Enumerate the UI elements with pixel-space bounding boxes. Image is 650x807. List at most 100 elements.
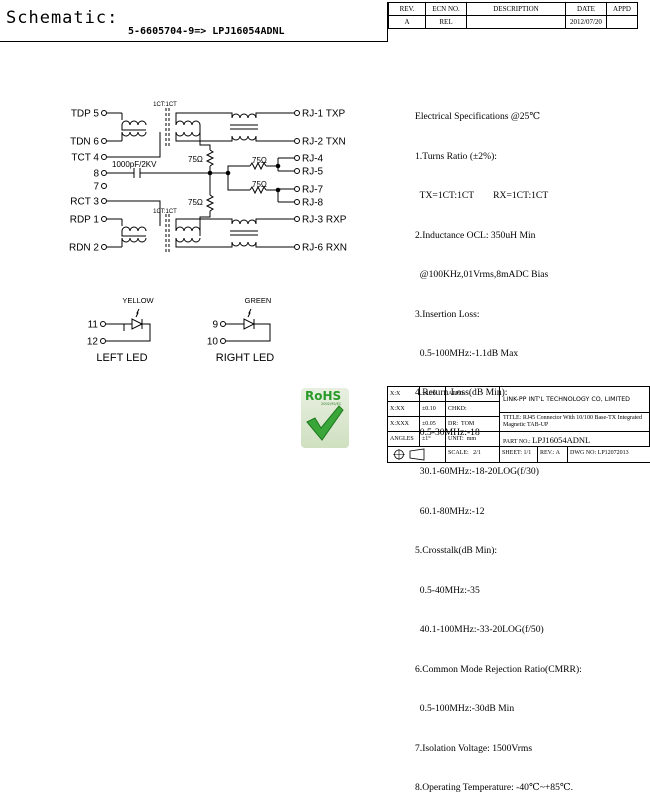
unit-value: mm (466, 436, 477, 442)
appd-cell: APPD: (446, 387, 500, 402)
pin-label: RJ-7 (302, 185, 324, 196)
wire (107, 218, 122, 248)
wire (226, 323, 271, 342)
title-label: TITLE: (503, 415, 522, 421)
resistor (205, 194, 215, 212)
pin-circle (100, 338, 106, 344)
sheet-label: SHEET: (502, 450, 523, 456)
pin-label: RJ-5 (302, 167, 324, 178)
pin-circle (294, 138, 300, 144)
part-cell: PART NO.: LPJ16054ADNL (500, 432, 650, 447)
pin-circle (101, 170, 107, 176)
led-label: RIGHT LED (216, 352, 275, 364)
pin-circle (101, 244, 107, 250)
coil (121, 226, 147, 232)
spec-line: 0.5-100MHz:-1.1dB Max (415, 348, 519, 360)
resistor-label: 75Ω (252, 156, 267, 165)
spec-line: 0.5-40MHz:-35 (415, 584, 480, 596)
tol-cell: X:XXX (388, 417, 420, 432)
resistor (249, 161, 267, 171)
wire (278, 157, 294, 203)
spec-line: 60.1-80MHz:-12 (415, 505, 485, 517)
projection-icon (393, 448, 425, 461)
capacitor (133, 168, 141, 178)
rev-value: A (555, 450, 560, 456)
wire (266, 165, 278, 191)
transformer-core (165, 108, 170, 146)
wire (199, 211, 211, 228)
unit-label: UNIT: (448, 436, 464, 442)
choke-core (230, 230, 258, 236)
pin-circle (220, 321, 226, 327)
page-title: Schematic: (6, 8, 119, 28)
pin-label: RCT 3 (70, 197, 99, 208)
wire (107, 132, 161, 158)
wire (228, 112, 294, 118)
transformer-core (165, 214, 170, 252)
pin-circle (294, 110, 300, 116)
wire (175, 218, 228, 248)
choke-coil (231, 219, 257, 225)
resistor-label: 75Ω (188, 198, 203, 207)
resistor-label: 75Ω (252, 180, 267, 189)
rohs-logo: RoHS 2002/95/EC (301, 388, 349, 448)
part-number-line: 5-6605704-9=> LPJ16054ADNL (128, 26, 285, 37)
dwg-value: LP12072013 (597, 450, 629, 456)
sheet-cell: SHEET: 1/1 (500, 447, 538, 462)
coil (121, 237, 147, 243)
pin-label: RJ-4 (302, 154, 324, 165)
tol-cell: X:X (388, 387, 420, 402)
pin-circle (220, 338, 226, 344)
scale-cell: SCALE: 2/1 (446, 447, 500, 462)
coil (175, 120, 201, 126)
pin-label: TCT 4 (71, 153, 99, 164)
pin-circle (294, 155, 300, 161)
led-emission-arrow (135, 308, 140, 318)
pin-label: RJ-6 RXN (302, 243, 347, 254)
capacitor-label: 1000pF/2KV (112, 160, 157, 169)
chkd-cell: CHKD: (446, 402, 500, 417)
dr-cell: DR: TOM (446, 417, 500, 432)
wire (106, 323, 125, 342)
spec-line: 0.5-100MHz:-30dB Min (415, 703, 515, 715)
pin-label: 12 (87, 337, 99, 348)
spec-line: 8.Operating Temperature: -40℃~+85℃. (415, 782, 574, 794)
choke-coil (231, 241, 257, 247)
coil (121, 131, 147, 137)
unit-cell: UNIT: mm (446, 432, 500, 447)
pin-circle (101, 198, 107, 204)
wire (122, 323, 151, 342)
pin-circle (294, 186, 300, 192)
tol-cell: X:XX (388, 402, 420, 417)
rohs-text: RoHS (305, 389, 342, 403)
pin-circle (294, 216, 300, 222)
part-label: PART NO.: (503, 439, 531, 445)
title-block: X:X ±0.20 APPD: X:XX ±0.10 CHKD: X:XXX ±… (387, 386, 650, 463)
rohs-subtext: 2002/95/EC (321, 402, 342, 406)
wire (228, 136, 294, 142)
title-text: RJ45 Connector With 10/100 Base-TX Integ… (503, 415, 642, 428)
pin-label: RJ-3 RXP (302, 215, 347, 226)
revision-table: REV. ECN NO. DESCRIPTION DATE APPD A REL… (388, 2, 638, 29)
choke-coil (231, 135, 257, 141)
choke-core (230, 124, 258, 130)
resistor (205, 149, 215, 167)
pin-circle (101, 183, 107, 189)
spec-line: TX=1CT:1CT RX=1CT:1CT (415, 190, 549, 202)
rev-label: REV.: (540, 450, 555, 456)
pin-label: RDN 2 (69, 243, 99, 254)
dwg-label: DWG NO: (570, 450, 597, 456)
pin-circle (101, 216, 107, 222)
ratio-label: 1CT:1CT (153, 209, 177, 215)
choke-coil (231, 113, 257, 119)
led-cathode (253, 319, 262, 329)
pin-circle (101, 110, 107, 116)
resistor-label: 75Ω (188, 155, 203, 164)
led-label: LEFT LED (96, 352, 147, 364)
wire (227, 165, 250, 191)
led-diode (243, 318, 256, 330)
tol-cell: ANGLES (388, 432, 420, 447)
appd-cell (606, 15, 638, 29)
rev-cell: A (388, 15, 426, 29)
tol-value: ±0.20 (420, 387, 446, 402)
